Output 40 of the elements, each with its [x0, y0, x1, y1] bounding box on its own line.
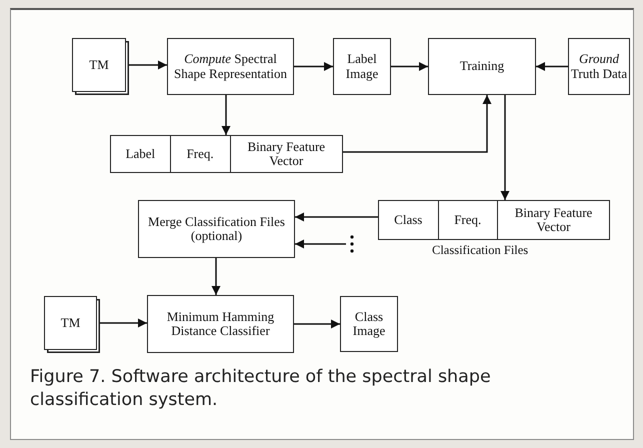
box-label: Class Image: [352, 310, 386, 338]
process-box: [167, 38, 294, 95]
arrow: [97, 318, 147, 328]
arrow: [126, 60, 167, 70]
box-label: Label Image: [344, 52, 380, 81]
box-label: Compute Spectral Shape Representation: [173, 52, 288, 81]
record-field: Binary Feature Vector: [230, 136, 342, 172]
arrow: [294, 320, 340, 328]
process-box: [138, 200, 295, 258]
record-field: Freq.: [438, 201, 497, 239]
data-stack-box: [44, 296, 97, 350]
arrow: [536, 62, 568, 71]
data-stack-box: [72, 38, 126, 92]
arrow: [212, 258, 220, 295]
process-box: [568, 38, 630, 95]
record-field: Label: [111, 136, 170, 172]
process-box: [147, 295, 294, 353]
record-caption: Classification Files: [432, 243, 528, 258]
arrow: [294, 62, 333, 71]
box-label: Merge Classification Files (optional): [147, 214, 286, 244]
arrow: [391, 62, 428, 71]
arrow: [500, 95, 510, 200]
record-field: Binary Feature Vector: [497, 201, 609, 239]
record-field: Class: [379, 201, 438, 239]
process-box: [428, 38, 536, 95]
arrow: [295, 240, 346, 248]
box-label: Minimum Hamming Distance Classifier: [166, 310, 276, 338]
record-field: Freq.: [170, 136, 230, 172]
box-label: TM: [89, 58, 109, 72]
record-layout: [110, 135, 343, 173]
box-label: Training: [460, 59, 504, 74]
box-label: Ground Truth Data: [570, 52, 628, 81]
box-label: TM: [60, 316, 80, 330]
process-box: [333, 38, 391, 95]
arrow: [222, 95, 230, 135]
record-layout: [378, 200, 610, 240]
process-box: [340, 296, 398, 352]
figure-caption: Figure 7. Software architecture of the spectral shape classification system.: [30, 366, 492, 412]
arrow: [343, 95, 492, 153]
arrow: [295, 212, 378, 222]
